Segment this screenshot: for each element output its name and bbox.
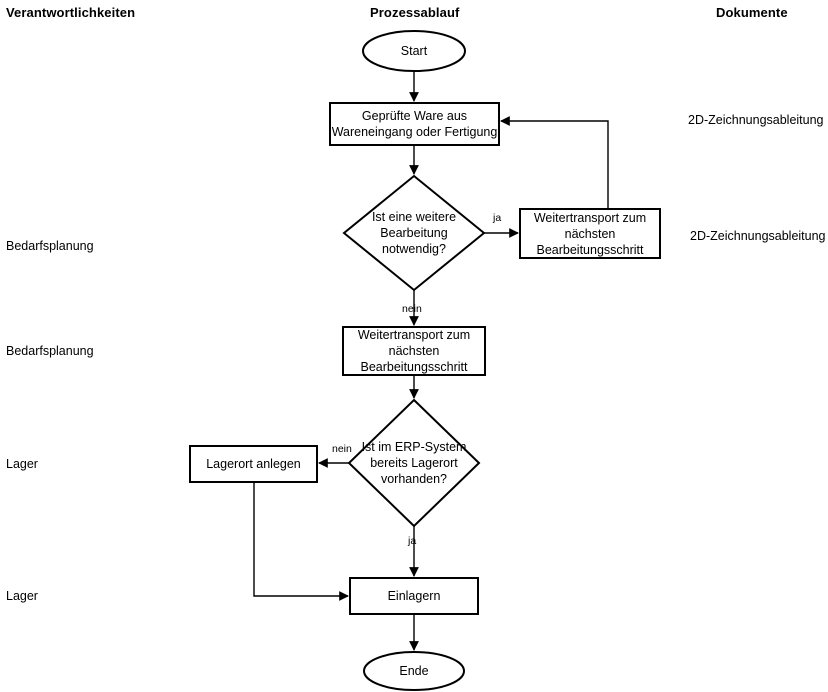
process-geprueft-ware-label: Geprüfte Ware aus Wareneingang oder Fert…	[331, 109, 498, 139]
decision-lagerort-vorhanden-label: Ist im ERP-System bereits Lagerort vorha…	[361, 440, 467, 486]
responsibility-label-lager-1: Lager	[6, 457, 38, 471]
process-einlagern-shape	[349, 577, 479, 615]
responsibility-label-bedarfsplanung-1: Bedarfsplanung	[6, 239, 94, 253]
edge-label-nein-bearbeitung: nein	[402, 303, 422, 315]
connector-lagerort-anlegen-to-einlagern	[253, 482, 349, 601]
column-header-prozessablauf: Prozessablauf	[370, 5, 460, 20]
responsibility-label-bedarfsplanung-2: Bedarfsplanung	[6, 344, 94, 358]
process-lagerort-anlegen-shape	[189, 445, 318, 483]
column-header-verantwortlichkeiten: Verantwortlichkeiten	[6, 5, 136, 20]
edge-label-nein-lagerort: nein	[332, 443, 352, 455]
start-terminator-shape	[362, 30, 466, 72]
edge-label-ja-lagerort: ja	[408, 535, 417, 547]
decision-weitere-bearbeitung-shape	[342, 174, 486, 292]
responsibility-label-lager-2: Lager	[6, 589, 38, 603]
process-weitertransport-ja-label: Weitertransport zum nächsten Bearbeitung…	[533, 210, 647, 257]
process-weitertransport-nein-label: Weitertransport zum nächsten Bearbeitung…	[357, 328, 471, 374]
edge-label-ja-bearbeitung: ja	[493, 212, 502, 224]
end-terminator-label: Ende	[399, 664, 429, 678]
decision-weitere-bearbeitung-label: Ist eine weitere Bearbeitung notwendig?	[371, 210, 457, 256]
process-weitertransport-ja-shape	[519, 208, 661, 259]
decision-lagerort-vorhanden-shape	[347, 398, 481, 528]
connector-weitertransport-loop-to-geprueft	[500, 116, 609, 209]
document-label-2d-zeichnungsableitung-2: 2D-Zeichnungsableitung	[690, 229, 826, 243]
process-weitertransport-nein-shape	[342, 326, 486, 376]
start-terminator-label: Start	[400, 44, 428, 58]
document-label-2d-zeichnungsableitung-1: 2D-Zeichnungsableitung	[688, 113, 824, 127]
process-lagerort-anlegen-label: Lagerort anlegen	[206, 457, 301, 471]
end-terminator-shape	[363, 651, 465, 691]
column-header-dokumente: Dokumente	[716, 5, 788, 20]
process-geprueft-ware-shape	[329, 102, 500, 146]
process-einlagern-label: Einlagern	[387, 589, 441, 603]
